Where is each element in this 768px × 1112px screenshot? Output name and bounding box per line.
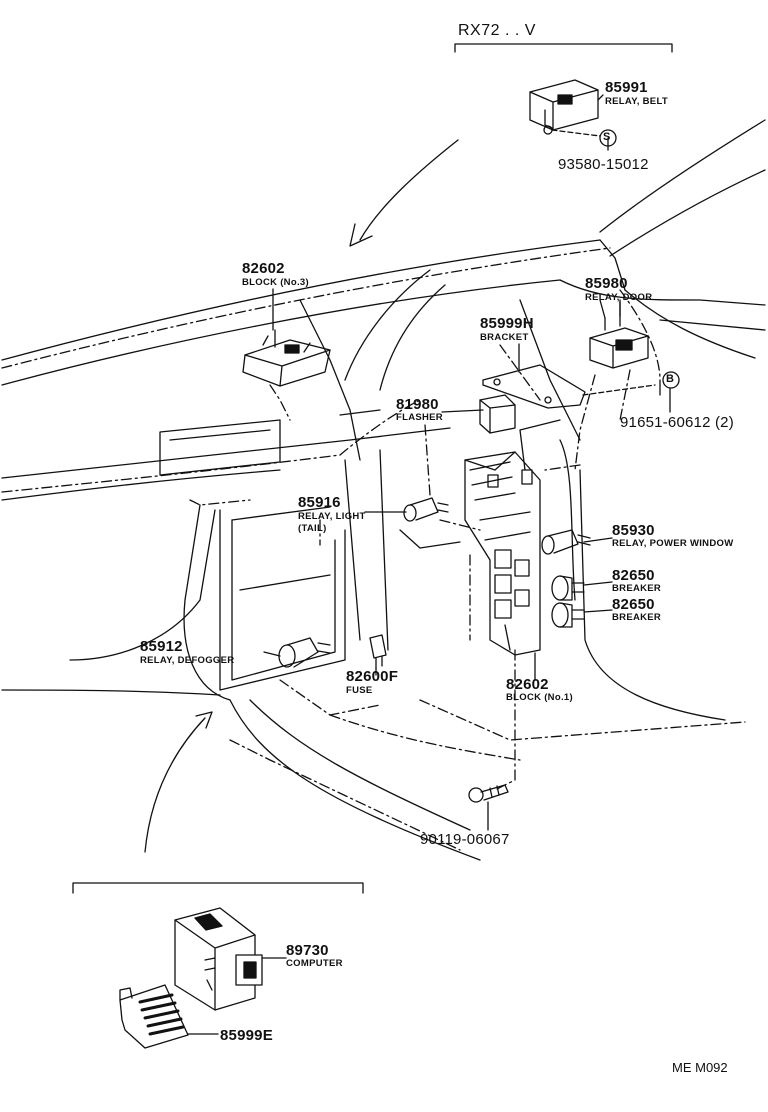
dashboard-outline [1,119,766,861]
relay-defogger-symbol [278,637,331,668]
part-number-85999e: 85999E [220,1027,273,1044]
arrow-bottom [144,711,213,853]
part-desc-85999h: BRACKET [480,332,529,343]
label-leaders [187,94,671,1035]
part-desc2-85916: (TAIL) [298,523,327,534]
part-number-82650-a: 82650 [612,567,655,584]
bracket-symbol [482,364,656,409]
relay-door-symbol [589,299,649,369]
variant-bracket [454,43,673,53]
part-desc-85991: RELAY, BELT [605,96,668,107]
part-number-85999h: 85999H [480,315,534,332]
part-number-82602-b: 82602 [506,676,549,693]
part-number-85912: 85912 [140,638,183,655]
part-number-82602-a: 82602 [242,260,285,277]
dashed-leaders [1,247,746,851]
screw-circle-letter: S [603,131,611,143]
part-number-82650-b: 82650 [612,596,655,613]
breaker-symbol-2 [551,602,585,628]
part-number-85916: 85916 [298,494,341,511]
part-number-90119: 90119-06067 [420,831,510,848]
part-desc-82650-a: BREAKER [612,583,662,594]
part-desc-89730: COMPUTER [286,958,343,969]
part-number-89730: 89730 [286,942,329,959]
part-desc-82650-b: BREAKER [612,612,662,623]
screw-symbol [468,784,509,803]
fuse-symbol [369,634,387,669]
figure-code: ME M092 [672,1060,728,1075]
mounting-plate-symbol [119,984,189,1049]
variant-header: RX72 . . V [458,22,536,39]
part-desc-82600f: FUSE [346,685,373,696]
bolt-circle-letter: B [666,373,674,385]
part-desc-85912: RELAY, DEFOGGER [140,655,235,666]
flasher-symbol [479,394,516,434]
arrow-top [349,139,459,247]
relay-belt-symbol [529,79,601,137]
part-desc-85930: RELAY, POWER WINDOW [612,538,734,549]
computer-symbol [174,907,263,1011]
screw-circle [599,129,617,147]
part-number-85980: 85980 [585,275,628,292]
part-number-81980: 81980 [396,396,439,413]
part-desc-85916: RELAY, LIGHT [298,511,366,522]
breaker-symbol-1 [551,575,585,601]
part-number-85991: 85991 [605,79,648,96]
relay-power-window-symbol [541,529,591,555]
part-desc-82602-b: BLOCK (No.1) [506,692,573,703]
part-desc-81980: FLASHER [396,412,443,423]
computer-bracket [72,882,364,894]
part-number-93580: 93580-15012 [558,156,649,173]
junction-block-no1-symbol [464,451,541,656]
part-number-85930: 85930 [612,522,655,539]
part-desc-82602-a: BLOCK (No.3) [242,277,309,288]
part-desc-85980: RELAY, DOOR [585,292,653,303]
part-number-91651: 91651-60612 (2) [620,414,734,431]
junction-block-no3-symbol [242,329,331,387]
bolt-circle [662,371,680,389]
relay-light-tail-symbol [403,497,449,522]
part-number-82600f: 82600F [346,668,399,685]
